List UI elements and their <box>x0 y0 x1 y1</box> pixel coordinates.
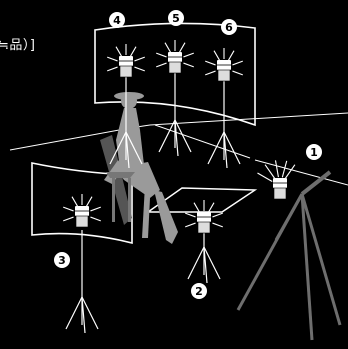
left-reflector-panel <box>31 162 133 245</box>
unit-number-badge-2: 2 <box>191 283 207 299</box>
unit-number-label: 4 <box>113 14 121 27</box>
flash-unit-1: 1 <box>257 144 322 200</box>
light-stand <box>187 232 221 284</box>
flash-rays <box>185 200 223 228</box>
unit-number-label: 2 <box>195 285 203 298</box>
light-stand <box>65 230 99 334</box>
unit-number-badge-3: 3 <box>54 252 70 268</box>
floor-bounce-card <box>145 187 258 213</box>
flash-unit-2: 2 <box>185 200 223 299</box>
room-floor-lines <box>9 112 348 186</box>
unit-number-badge-4: 4 <box>109 12 125 28</box>
flash-unit-5: 5 <box>156 10 194 157</box>
flash-head <box>217 60 231 82</box>
flash-rays <box>205 48 243 76</box>
flash-head <box>75 206 89 228</box>
light-stand <box>207 80 241 169</box>
partial-title-text: ≒品）] <box>0 38 36 53</box>
model-silhouette <box>104 92 178 244</box>
light-stand <box>158 72 192 157</box>
flash-head <box>273 178 287 200</box>
flash-rays <box>257 160 296 182</box>
flash-unit-3: 3 <box>54 194 101 334</box>
tripod-unit-1 <box>236 170 342 341</box>
unit-number-badge-1: 1 <box>306 144 322 160</box>
flash-head <box>119 56 133 78</box>
unit-number-label: 3 <box>58 254 66 267</box>
flash-head <box>168 52 182 74</box>
unit-number-label: 5 <box>172 12 180 25</box>
unit-number-badge-5: 5 <box>168 10 184 26</box>
unit-number-badge-6: 6 <box>221 19 237 35</box>
flash-rays <box>63 194 101 222</box>
flash-rays <box>156 40 194 68</box>
light-stand <box>109 75 143 169</box>
flash-unit-4: 4 <box>107 12 145 169</box>
flash-unit-6: 6 <box>205 19 243 169</box>
unit-number-label: 1 <box>310 146 318 159</box>
flash-head <box>197 212 211 234</box>
backdrop-panel <box>100 135 132 225</box>
flash-rays <box>107 44 145 72</box>
unit-number-label: 6 <box>225 21 233 34</box>
chair <box>106 172 135 222</box>
